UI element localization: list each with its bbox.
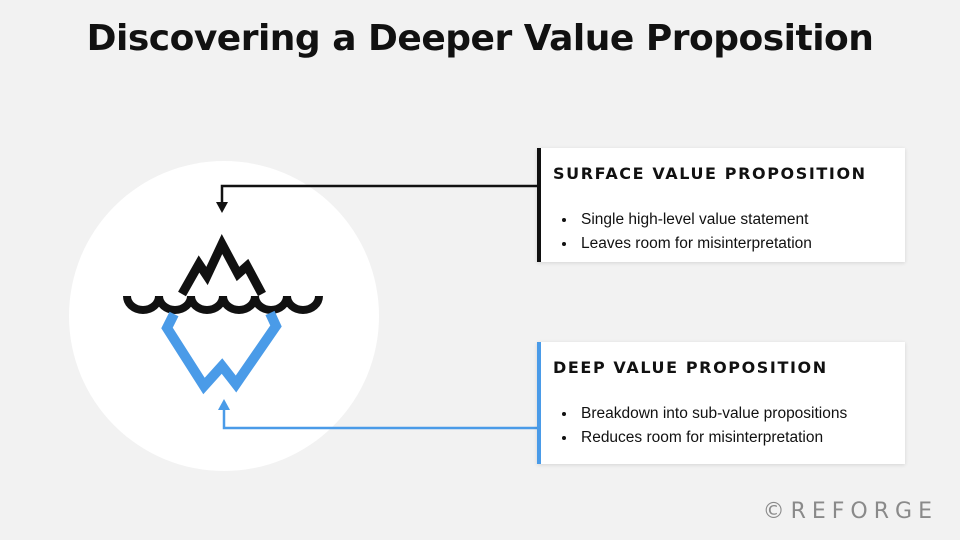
page-title: Discovering a Deeper Value Proposition — [86, 18, 874, 59]
list-item: Breakdown into sub-value propositions — [577, 402, 847, 426]
deep-card-heading: DEEP VALUE PROPOSITION — [553, 358, 828, 377]
deep-connector-line — [222, 408, 537, 430]
surface-connector-line — [220, 184, 537, 203]
list-item: Reduces room for misinterpretation — [577, 426, 847, 450]
surface-bullet-list: Single high-level value statement Leaves… — [553, 208, 812, 256]
list-item: Leaves room for misinterpretation — [577, 232, 812, 256]
deep-value-card: DEEP VALUE PROPOSITION Breakdown into su… — [537, 342, 905, 464]
surface-arrow-icon — [216, 202, 228, 213]
list-item: Single high-level value statement — [577, 208, 812, 232]
iceberg-circle — [69, 161, 379, 471]
iceberg-icon — [123, 233, 323, 395]
brand-logo: ©REFORGE — [762, 499, 938, 524]
deep-bullet-list: Breakdown into sub-value propositions Re… — [553, 402, 847, 450]
deep-arrow-icon — [218, 399, 230, 410]
surface-value-card: SURFACE VALUE PROPOSITION Single high-le… — [537, 148, 905, 262]
surface-card-heading: SURFACE VALUE PROPOSITION — [553, 164, 867, 183]
waterline-waves — [123, 295, 323, 314]
iceberg-peak-outline — [178, 233, 266, 297]
iceberg-underwater — [161, 310, 282, 395]
